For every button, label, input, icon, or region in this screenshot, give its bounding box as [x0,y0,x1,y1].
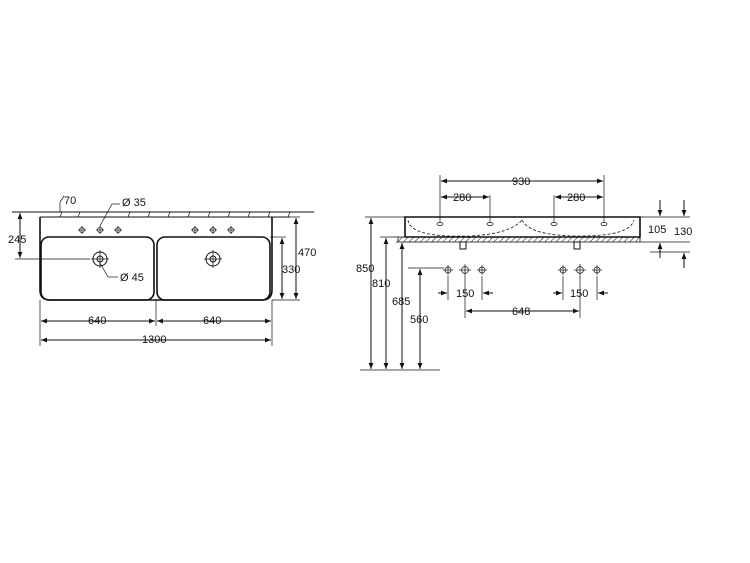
side-pipes-right [558,264,602,276]
plan-rear-notches [59,211,291,218]
dim-930: 930 [512,176,530,188]
right-tap-holes [191,226,235,234]
dim-648: 648 [512,306,530,318]
side-waste-right [573,241,581,250]
dim-850: 850 [356,263,374,275]
right-waste [204,250,222,268]
dim-560: 560 [410,314,428,326]
dim-waste-dia: Ø 45 [120,272,144,284]
dim-640-right: 640 [203,315,221,327]
dim-1300: 1300 [142,334,166,346]
dim-685: 685 [392,296,410,308]
dim-150-left: 150 [456,288,474,300]
dim-280-left: 280 [453,192,471,204]
left-tap-holes [78,226,122,234]
dim-280-right: 280 [567,192,585,204]
side-waste-left [459,241,467,250]
side-view: 930 280 280 105 130 850 810 685 560 [356,175,692,371]
dim-330: 330 [282,264,300,276]
right-bowl [156,236,271,301]
side-bowl-left [407,219,523,237]
basin-outline [39,217,273,301]
dim-70: 70 [64,195,76,207]
dim-245: 245 [8,234,26,246]
dim-470: 470 [298,247,316,259]
plan-view: 70 Ø 35 Ø 45 245 330 470 640 640 1300 [8,195,316,346]
dim-150-right: 150 [570,288,588,300]
side-pipes-left [443,264,487,276]
dim-tap-hole-dia: Ø 35 [122,197,146,209]
side-bowl-right [521,219,635,237]
left-bowl [40,236,155,301]
dim-640-left: 640 [88,315,106,327]
side-wall-hatch [397,236,641,243]
dim-810: 810 [372,278,390,290]
dim-105: 105 [648,224,666,236]
dim-130: 130 [674,226,692,238]
left-waste [91,250,109,268]
side-taps [436,222,608,226]
